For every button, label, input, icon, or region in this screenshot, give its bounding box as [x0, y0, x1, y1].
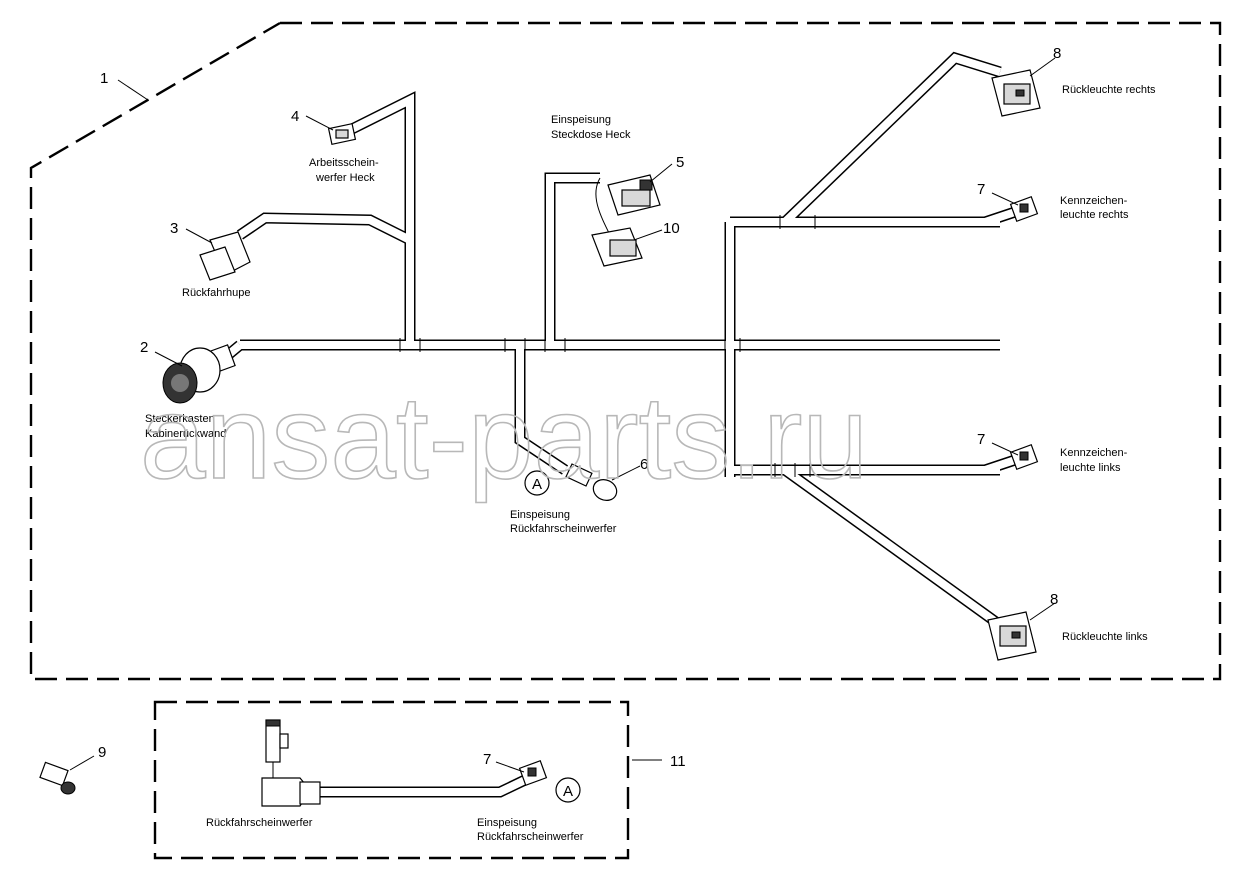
label-arbeits-2: werfer Heck	[315, 172, 375, 184]
component-labels: Arbeitsschein- werfer Heck Rückfahrhupe …	[145, 84, 1156, 843]
callout-8-left: 8	[1050, 591, 1058, 608]
work-light-connector-icon	[327, 122, 357, 146]
callout-8-right: 8	[1053, 45, 1061, 62]
plate-light-connector-sub-icon	[518, 760, 548, 786]
label-kennzeichen-rechts-1: Kennzeichen-	[1060, 195, 1128, 207]
label-steckerkasten-1: Steckerkasten	[145, 413, 215, 425]
label-einspeisung-rf-1: Einspeisung	[510, 509, 570, 521]
tail-light-connector-right-icon	[991, 69, 1041, 117]
label-einspeisung-rf2-2: Rückfahrscheinwerfer	[477, 831, 584, 843]
connector-10-icon	[591, 227, 643, 267]
marker-a-sub: A	[555, 777, 581, 803]
callout-6: 6	[640, 456, 648, 473]
leader-lines	[69, 57, 1056, 773]
callout-7-sub: 7	[483, 751, 491, 768]
main-assembly-frame	[29, 21, 1222, 681]
callout-11: 11	[670, 753, 686, 770]
callout-9: 9	[98, 744, 106, 761]
callout-2: 2	[140, 339, 148, 356]
reverse-light-icon	[261, 719, 321, 807]
callout-1: 1	[100, 70, 108, 87]
callout-3: 3	[170, 220, 178, 237]
loose-connector-icon	[39, 761, 76, 795]
tail-light-connector-left-icon	[987, 611, 1037, 661]
sub-assembly-frame	[153, 700, 630, 860]
label-einspeisung-heck-1: Einspeisung	[551, 114, 611, 126]
round-connector-icon	[162, 344, 236, 404]
svg-text:A: A	[563, 783, 573, 800]
callout-numbers: 1 2 3 4 5 6 7 7 7 8 8 9 10 11	[98, 45, 1061, 770]
marker-a-main: A	[524, 470, 550, 496]
label-rueckleuchte-links: Rückleuchte links	[1062, 631, 1148, 643]
label-arbeits-1: Arbeitsschein-	[309, 157, 379, 169]
callout-10: 10	[663, 220, 680, 237]
label-rueckfahrscheinwerfer: Rückfahrscheinwerfer	[206, 817, 313, 829]
label-kennzeichen-rechts-2: leuchte rechts	[1060, 209, 1129, 221]
plate-light-connector-right-icon	[1009, 196, 1039, 222]
reverse-feed-connector-icon	[565, 463, 618, 501]
label-rueckleuchte-rechts: Rückleuchte rechts	[1062, 84, 1156, 96]
rear-socket-connector-icon	[607, 174, 661, 216]
harness-cables	[224, 51, 1017, 630]
sub-harness-cable	[320, 775, 528, 798]
label-rueckfahrhupe: Rückfahrhupe	[182, 287, 251, 299]
label-einspeisung-heck-2: Steckdose Heck	[551, 129, 631, 141]
watermark-text: ansat-parts.ru	[140, 372, 868, 504]
callout-5: 5	[676, 154, 684, 171]
plate-light-connector-left-icon	[1009, 444, 1039, 470]
label-steckerkasten-2: Kabinerückwand	[145, 428, 226, 440]
label-kennzeichen-links-2: leuchte links	[1060, 462, 1121, 474]
label-einspeisung-rf-2: Rückfahrscheinwerfer	[510, 523, 617, 535]
svg-text:A: A	[532, 476, 542, 493]
horn-connector-icon	[199, 231, 251, 281]
label-einspeisung-rf2-1: Einspeisung	[477, 817, 537, 829]
callout-7-left: 7	[977, 431, 985, 448]
callout-7-right: 7	[977, 181, 985, 198]
callout-4: 4	[291, 108, 299, 125]
label-kennzeichen-links-1: Kennzeichen-	[1060, 447, 1128, 459]
